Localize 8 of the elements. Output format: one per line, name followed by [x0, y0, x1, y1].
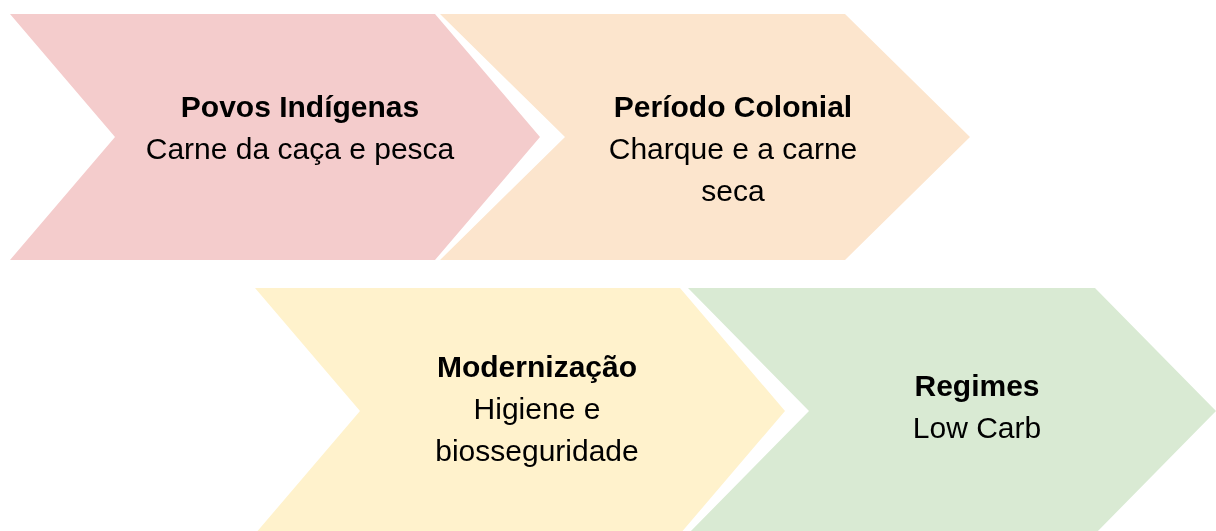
step-text: Low Carb [911, 410, 1043, 446]
step-text: Charque e a carne seca [607, 131, 859, 209]
step-title: Período Colonial [612, 89, 854, 125]
step-title: Modernização [435, 349, 638, 385]
step-title: Povos Indígenas [179, 89, 421, 125]
step-text: Higiene e biosseguridade [434, 391, 640, 469]
step-title: Regimes [913, 368, 1041, 404]
step-text: Carne da caça e pesca [144, 131, 456, 167]
